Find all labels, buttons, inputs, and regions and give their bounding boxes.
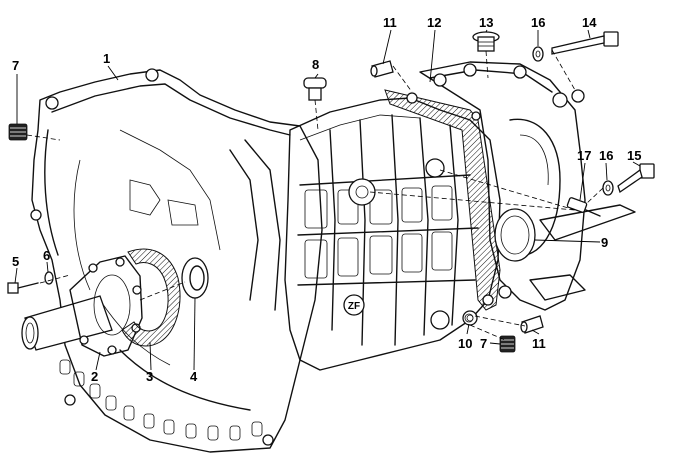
input-shaft-guide [21, 255, 143, 357]
callout-6: 6 [43, 248, 50, 263]
washer-6 [44, 271, 54, 285]
alignment-lines [26, 49, 604, 341]
leader-lines [14, 29, 641, 371]
nut-10 [464, 313, 474, 323]
flange-gasket [121, 248, 181, 347]
callout-16-upper: 16 [531, 15, 545, 30]
callout-3: 3 [146, 369, 153, 384]
callout-13: 13 [479, 15, 493, 30]
dowel-11-upper [370, 60, 394, 78]
dowel-11-lower [520, 315, 544, 334]
callout-12: 12 [427, 15, 441, 30]
zf-badge-text: ZF [348, 301, 360, 312]
callout-17: 17 [577, 148, 591, 163]
callout-labels: 1 2 3 4 5 6 7 7 8 9 10 11 11 12 13 14 15… [12, 15, 641, 384]
breather-8 [303, 77, 327, 101]
callout-16-lower: 16 [599, 148, 613, 163]
callout-7-upper: 7 [12, 58, 19, 73]
sensor-17 [566, 197, 601, 217]
callout-8: 8 [312, 57, 319, 72]
shaft-seal [181, 257, 209, 299]
callout-9: 9 [601, 235, 608, 250]
callout-7-lower: 7 [480, 336, 487, 351]
callout-11-lower: 11 [532, 336, 546, 351]
callout-15: 15 [627, 148, 641, 163]
bolt-5 [7, 282, 39, 294]
callout-1: 1 [103, 51, 110, 66]
gasket [384, 89, 501, 311]
callout-5: 5 [12, 254, 19, 269]
bolt-14 [551, 31, 619, 55]
gearbox-case: ZF [284, 97, 501, 371]
bolt-15 [617, 163, 655, 194]
washer-16-upper [532, 46, 544, 62]
plug-7-lower [499, 335, 516, 353]
callout-4: 4 [190, 369, 198, 384]
callout-14: 14 [582, 15, 597, 30]
washer-16-lower [602, 180, 614, 196]
callout-11-upper: 11 [383, 15, 397, 30]
callout-10: 10 [458, 336, 472, 351]
plug-7-upper [8, 123, 28, 141]
plug-13 [472, 31, 500, 52]
bell-housing [30, 68, 323, 453]
callout-2: 2 [91, 369, 98, 384]
